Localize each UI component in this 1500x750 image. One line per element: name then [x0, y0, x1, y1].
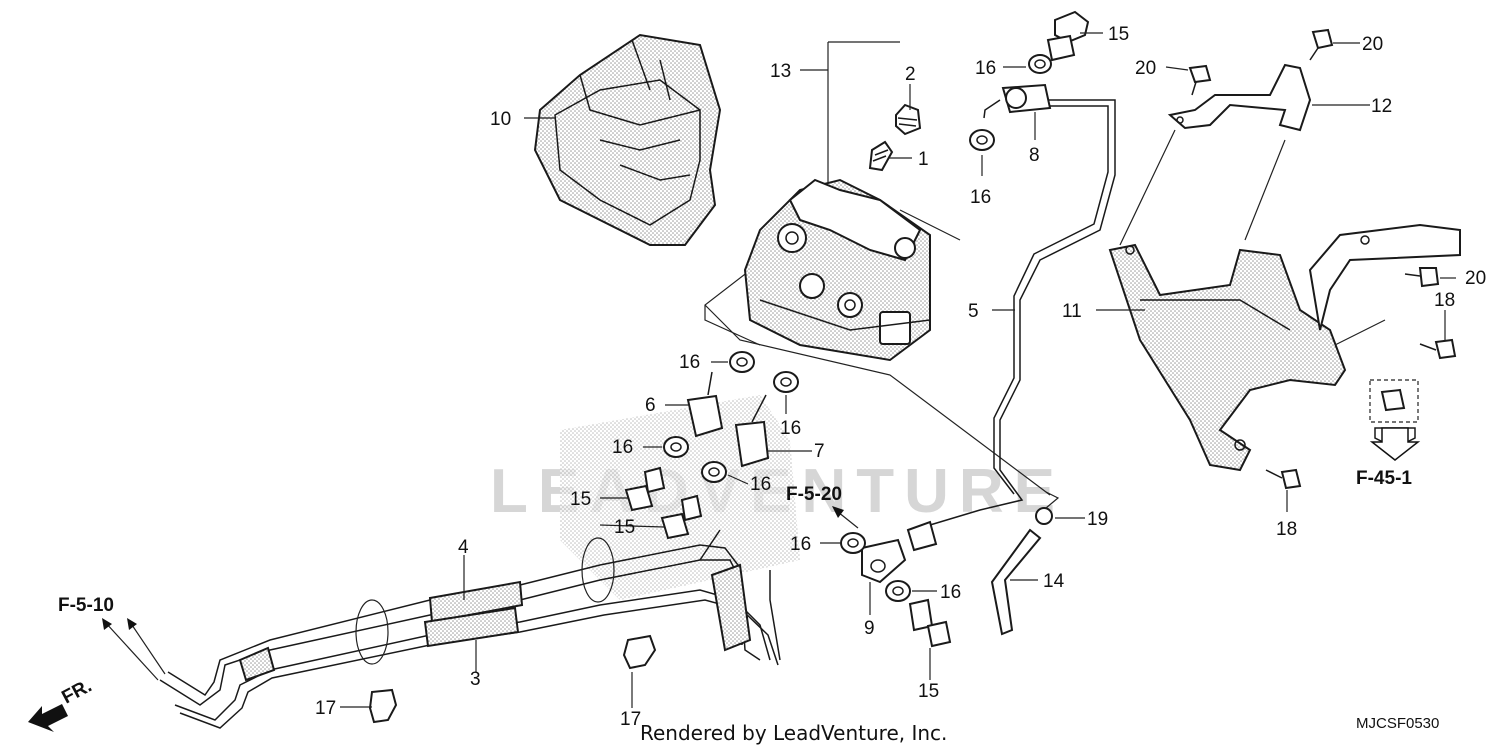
hose-clamp-17-b: [581, 537, 657, 670]
leader-lines: [340, 32, 1456, 708]
bolt-20-c: [1404, 267, 1440, 288]
bolt-18-b: [1265, 468, 1302, 490]
hose-clamp-17-a: [355, 599, 398, 724]
bracket-11: [1108, 223, 1461, 472]
modulator-assembly-group: [704, 41, 1051, 496]
callout-20-right: 20: [1465, 268, 1486, 289]
front-direction-label: FR.: [58, 676, 95, 709]
reference-f451: F-45-1: [1356, 468, 1412, 489]
banjo-fitting-6: [686, 371, 724, 438]
ref-arrow-f520: [832, 506, 859, 529]
bolt-18-a: [1419, 338, 1457, 360]
front-direction-arrow-icon: FR.: [28, 676, 95, 732]
washer-16-a: [729, 351, 755, 373]
modulator-cover: [533, 33, 722, 246]
abs-modulator: [743, 178, 931, 362]
callout-16-mid: 16: [970, 187, 991, 208]
reference-f510: F-5-10: [58, 595, 114, 616]
diagram-code: MJCSF0530: [1356, 715, 1439, 732]
bolt-15-top: [1046, 10, 1090, 62]
banjo-fitting-7: [734, 394, 770, 468]
washer-16-b: [773, 371, 799, 393]
callout-15-bottom: 15: [918, 681, 939, 702]
washer-16-c: [663, 436, 689, 458]
callout-5: 5: [968, 301, 979, 322]
callout-19: 19: [1087, 509, 1108, 530]
callout-4: 4: [458, 537, 469, 558]
callout-16-e: 16: [790, 534, 811, 555]
bolt-15-a: [624, 466, 666, 512]
callout-7: 7: [814, 441, 825, 462]
callout-16-b: 16: [780, 418, 801, 439]
callout-16-c: 16: [612, 437, 633, 458]
callout-11: 11: [1062, 301, 1082, 322]
brake-hose-3-4: [159, 529, 781, 729]
callout-17-b: 17: [620, 709, 641, 730]
bolt-15-c: [908, 598, 952, 648]
callout-15-a: 15: [570, 489, 591, 510]
credit-text: Rendered by LeadVenture, Inc.: [640, 721, 947, 745]
callout-10: 10: [490, 109, 511, 130]
callout-17-a: 17: [315, 698, 336, 719]
bleeder-valve: [868, 140, 894, 172]
callout-2: 2: [905, 64, 916, 85]
callout-20-left: 20: [1135, 58, 1156, 79]
bolt-20-b: [1188, 64, 1212, 96]
callout-13: 13: [770, 61, 791, 82]
ref-arrow-f451: [1369, 427, 1421, 461]
clip-19: [1035, 507, 1053, 525]
breather-hose-14: [990, 528, 1042, 636]
bolt-15-b: [660, 494, 703, 540]
callout-9: 9: [864, 618, 875, 639]
callout-12: 12: [1371, 96, 1392, 117]
callout-18-bottom: 18: [1276, 519, 1297, 540]
callout-6: 6: [645, 395, 656, 416]
callout-18-top: 18: [1434, 290, 1455, 311]
callout-8: 8: [1029, 145, 1040, 166]
washer-16-f: [885, 580, 911, 602]
washer-16-e: [840, 532, 866, 554]
bracket-12: [1167, 63, 1312, 132]
banjo-fitting-8: [983, 83, 1052, 119]
ref-arrow-f510: [102, 618, 166, 681]
callout-16-top: 16: [975, 58, 996, 79]
bleeder-cap: [895, 103, 922, 136]
banjo-fitting-9: [861, 538, 907, 584]
bolt-20-a: [1309, 28, 1334, 61]
callout-16-d: 16: [750, 474, 771, 495]
callout-3: 3: [470, 669, 481, 690]
callout-16-f: 16: [940, 582, 961, 603]
callout-15-top: 15: [1108, 24, 1129, 45]
callout-15-b: 15: [614, 517, 635, 538]
callout-14: 14: [1043, 571, 1065, 592]
reference-f520: F-5-20: [786, 484, 842, 505]
washer-16-d: [701, 461, 727, 483]
callout-20-top: 20: [1362, 34, 1383, 55]
washer-16-mid: [969, 129, 995, 151]
callout-labels: 2 1 13 10 15 16 8 16 5 11 20 20 12 20 18…: [58, 24, 1486, 730]
callout-1: 1: [918, 149, 929, 170]
callout-16-a: 16: [679, 352, 700, 373]
washer-16-top: [1028, 54, 1052, 74]
